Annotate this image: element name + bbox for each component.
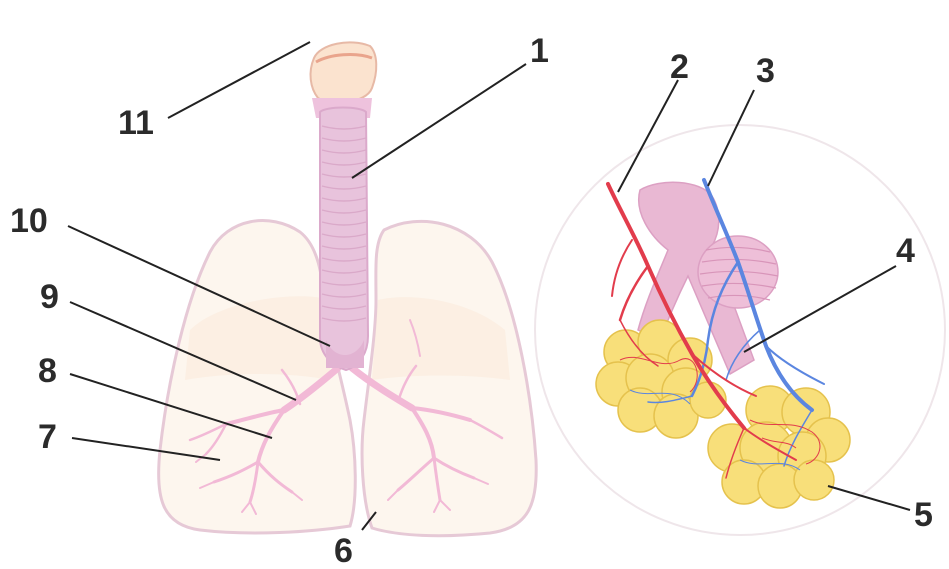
label-11: 11 bbox=[118, 104, 154, 142]
trachea bbox=[320, 108, 368, 371]
right-lung bbox=[362, 221, 536, 535]
label-5: 5 bbox=[914, 496, 933, 534]
label-1: 1 bbox=[530, 32, 549, 70]
leader-line-1 bbox=[352, 64, 526, 178]
leader-line-3 bbox=[708, 90, 754, 186]
larynx bbox=[311, 42, 377, 102]
ringed-bronchiole bbox=[698, 236, 778, 308]
label-2: 2 bbox=[670, 48, 689, 86]
label-10: 10 bbox=[10, 202, 48, 240]
alveolar-sac-lower bbox=[708, 386, 850, 508]
label-6: 6 bbox=[334, 532, 353, 569]
label-7: 7 bbox=[38, 418, 57, 456]
leader-line-2 bbox=[618, 80, 678, 192]
label-3: 3 bbox=[756, 52, 775, 90]
alveoli-cluster-icon bbox=[535, 125, 945, 535]
leader-line-11 bbox=[168, 42, 310, 118]
label-4: 4 bbox=[896, 232, 915, 270]
trachea-icon bbox=[311, 42, 377, 370]
label-9: 9 bbox=[40, 278, 59, 316]
label-8: 8 bbox=[38, 352, 57, 390]
